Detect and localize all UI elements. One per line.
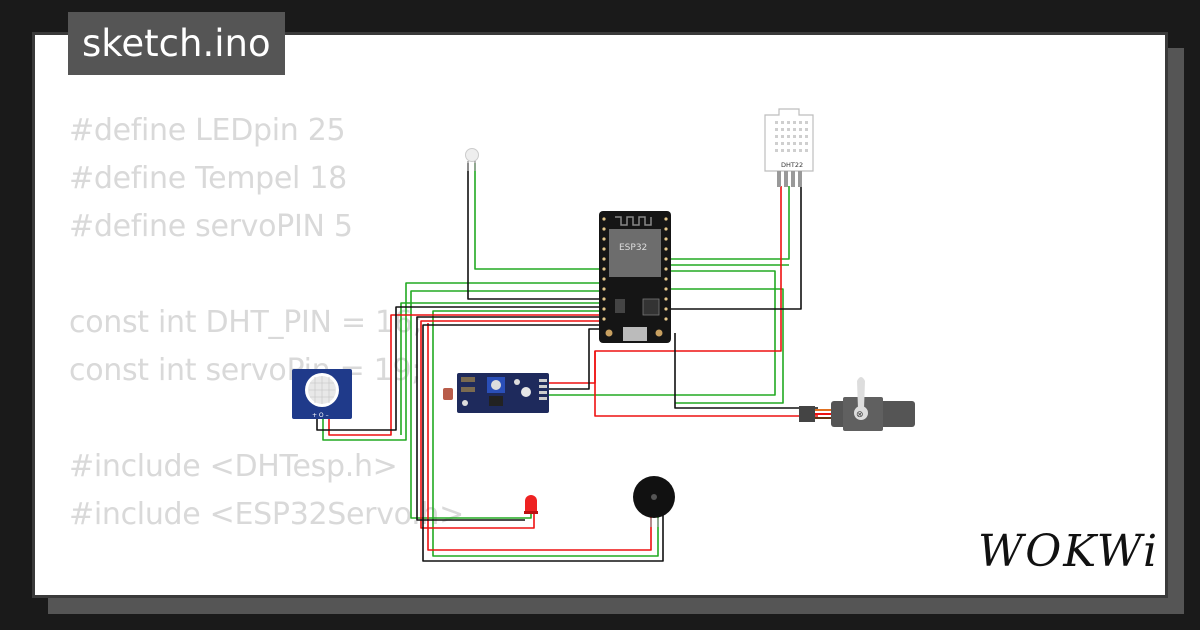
dht22-sensor: DHT22 xyxy=(764,108,814,187)
code-line: #define servoPIN 5 xyxy=(69,209,353,244)
code-line: C xyxy=(69,587,464,595)
code-line: #include <ESP32Servo.h> xyxy=(69,497,464,532)
wire-green xyxy=(474,163,601,270)
wire-black xyxy=(668,186,802,310)
code-line: #define LEDpin 25 xyxy=(69,113,346,148)
pir-sensor: + O – xyxy=(292,369,352,419)
buzzer xyxy=(633,476,675,527)
pir-pin-labels: + O – xyxy=(312,412,329,419)
wire-black xyxy=(416,316,601,521)
red-led xyxy=(524,495,538,514)
code-line: const int DHT_PIN = 16; xyxy=(69,305,423,340)
wire-red xyxy=(427,323,652,551)
wire-green xyxy=(410,290,601,519)
file-tab[interactable]: sketch.ino xyxy=(68,12,285,75)
code-line: #define Tempel 18 xyxy=(69,161,347,196)
wire-red xyxy=(328,314,601,436)
ldr-module xyxy=(443,373,549,413)
wire-red xyxy=(420,320,601,529)
wire-black xyxy=(548,328,601,390)
code-line: #include <DHTesp.h> xyxy=(69,449,398,484)
wire-green xyxy=(322,282,601,441)
esp32-label: ESP32 xyxy=(619,243,647,253)
preview-card: #define LEDpin 25 #define Tempel 18 #def… xyxy=(32,32,1168,598)
code-preview: #define LEDpin 25 #define Tempel 18 #def… xyxy=(69,107,464,595)
servo-motor: ⊗ xyxy=(799,377,915,431)
wire-black xyxy=(467,163,601,300)
wire-red xyxy=(548,351,596,384)
esp32-board: ESP32 xyxy=(599,211,671,343)
wire-green xyxy=(668,288,784,404)
wire-green xyxy=(432,310,659,557)
dht-label: DHT22 xyxy=(781,161,803,169)
svg-text:⊗: ⊗ xyxy=(856,410,864,420)
wokwi-logo: WOKWi xyxy=(978,526,1160,577)
wire-black xyxy=(674,333,818,409)
circuit-diagram: ESP32 DHT22 xyxy=(292,108,915,562)
wire-green xyxy=(668,186,790,260)
photoresistor xyxy=(465,148,479,171)
wire-black xyxy=(422,324,664,562)
wire-black xyxy=(316,306,601,431)
wire-green xyxy=(548,270,776,396)
wire-green xyxy=(400,302,601,435)
